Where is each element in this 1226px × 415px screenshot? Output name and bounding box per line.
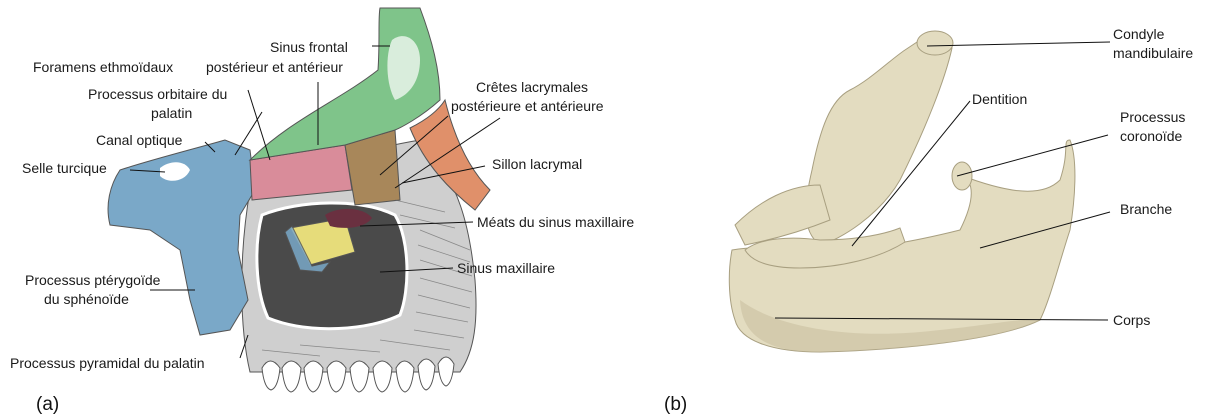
- label-sinus-maxillaire: Sinus maxillaire: [457, 260, 555, 276]
- label-condyle-2: mandibulaire: [1113, 45, 1193, 61]
- label-coronoide-2: coronoïde: [1120, 128, 1182, 144]
- upper-teeth: [262, 357, 454, 392]
- label-pterygoide-1: Processus ptérygoïde: [25, 272, 161, 288]
- label-sillon-lacrymal: Sillon lacrymal: [492, 156, 582, 172]
- label-processus-orbitaire-1: Processus orbitaire du: [88, 86, 227, 102]
- label-branche: Branche: [1120, 201, 1172, 217]
- label-corps: Corps: [1113, 312, 1150, 328]
- label-canal-optique: Canal optique: [96, 132, 183, 148]
- panel-b-illustration: [729, 31, 1075, 352]
- label-pterygoide-2: du sphénoïde: [44, 291, 129, 307]
- panel-b-letter: (b): [664, 394, 687, 415]
- label-foramens: Foramens ethmoïdaux: [33, 59, 173, 75]
- label-sinus-frontal-1: Sinus frontal: [270, 39, 348, 55]
- label-sinus-frontal-2: postérieur et antérieur: [206, 59, 343, 75]
- label-selle-turcique: Selle turcique: [22, 160, 107, 176]
- panel-a-letter: (a): [36, 394, 59, 415]
- label-dentition: Dentition: [972, 91, 1027, 107]
- label-processus-orbitaire-2: palatin: [151, 105, 192, 121]
- label-cretes-1: Crêtes lacrymales: [476, 79, 588, 95]
- label-condyle-1: Condyle: [1113, 26, 1165, 42]
- label-coronoide-1: Processus: [1120, 109, 1185, 125]
- label-pyramidal: Processus pyramidal du palatin: [10, 355, 205, 371]
- label-cretes-2: postérieure et antérieure: [451, 98, 604, 114]
- label-meats: Méats du sinus maxillaire: [477, 214, 634, 230]
- condyle: [917, 31, 953, 55]
- coronoid-tip: [952, 162, 972, 190]
